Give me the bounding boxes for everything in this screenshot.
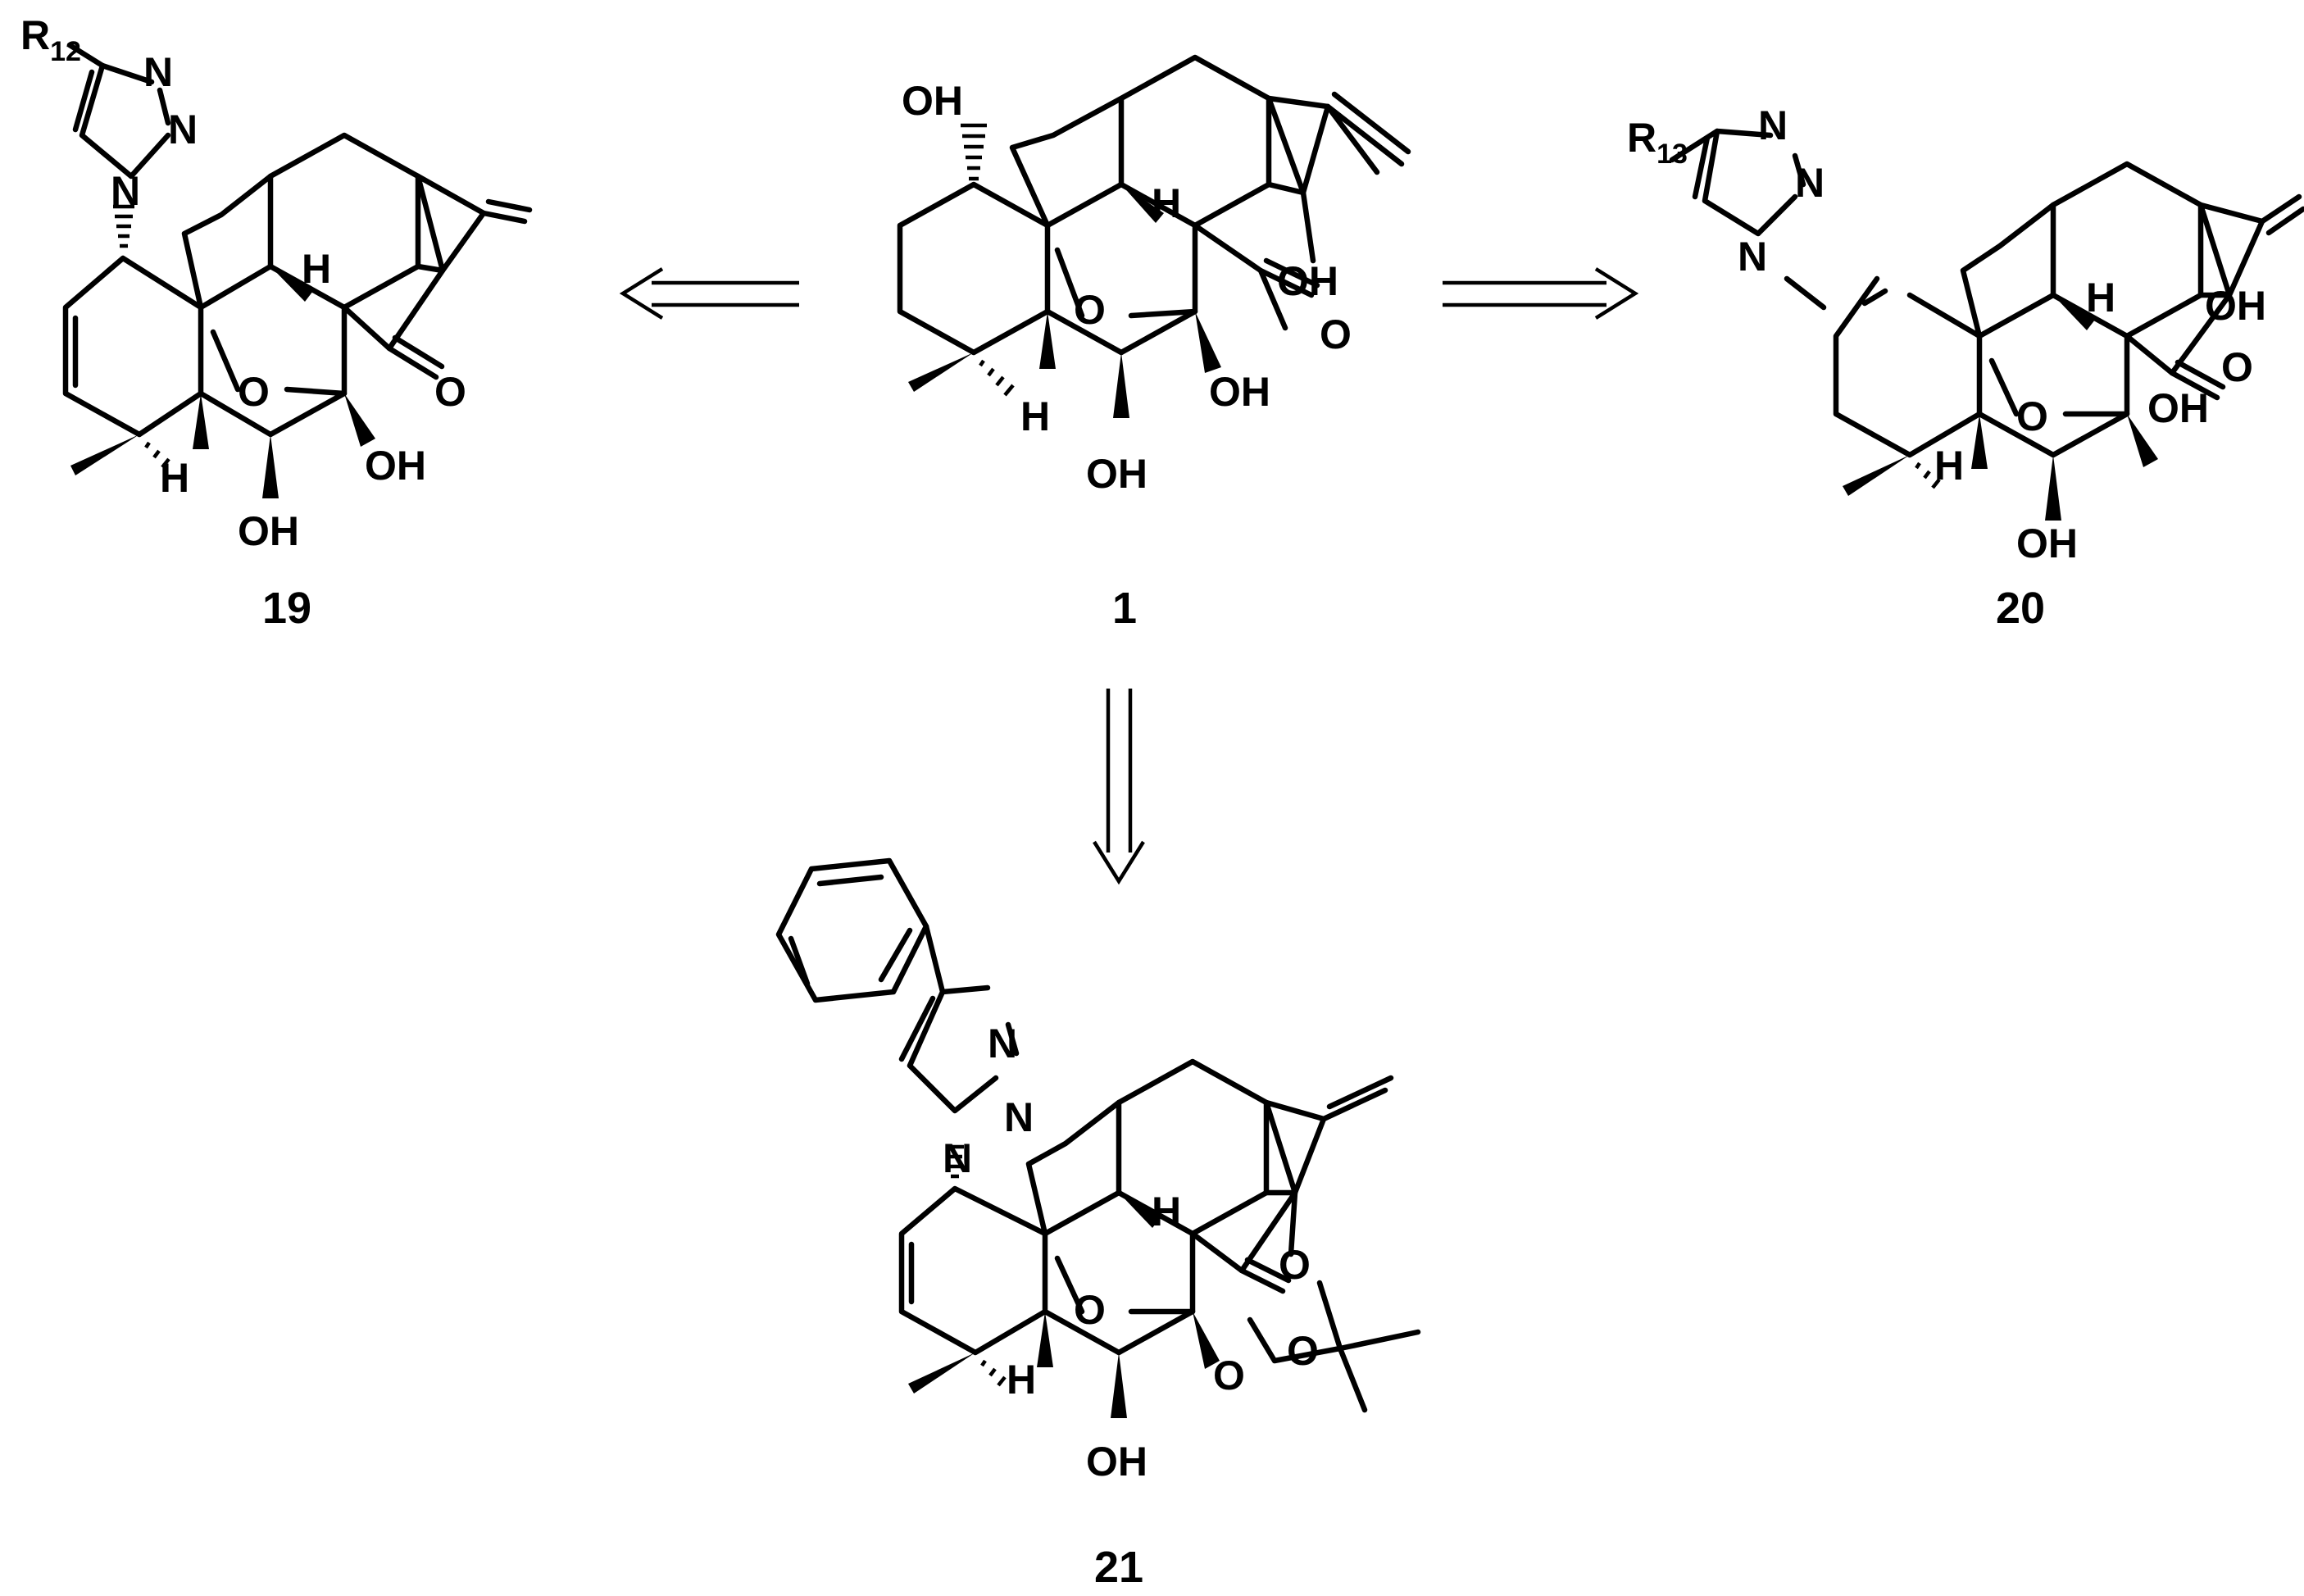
substituent-r12: R12 [20,12,81,67]
atom-n: N [168,107,198,152]
atom-n: N [1758,102,1788,148]
compound-20-label: 20 [1996,584,2045,633]
compound-20-structure [1669,128,2304,521]
atom-n: N [943,1135,972,1181]
atom-oh: OH [2205,283,2266,329]
compound-21-structure [775,857,1421,1418]
atom-oh: OH [1086,1439,1147,1485]
atom-oh: OH [1209,369,1270,415]
atom-h: H [2086,275,2115,321]
atom-oh: OH [2147,385,2209,431]
atom-n: N [1795,160,1825,206]
atom-o: O [1213,1353,1245,1398]
atom-oh: OH [2016,521,2078,566]
atom-n: N [988,1021,1017,1066]
atom-h: H [1934,443,1964,489]
atom-n: N [143,49,173,95]
atom-o: O [434,369,466,415]
atom-h: H [160,455,189,501]
atom-o: O [1074,287,1106,333]
atom-o: O [1279,1242,1311,1288]
atom-oh: OH [238,508,299,554]
compound-19-label: 19 [262,584,311,633]
atom-o: O [1287,1328,1319,1374]
atom-h: H [302,246,331,292]
compound-19-atom-labels: R12 N N N H O O OH H OH [20,12,466,554]
arrow-1-to-19 [619,267,799,320]
atom-h: H [1152,1189,1181,1235]
atom-h: H [1020,393,1050,439]
compound-1-atom-labels: OH H O OH O OH H OH [902,78,1352,497]
atom-oh: OH [365,443,426,489]
arrow-1-to-20 [1443,267,1639,320]
atom-n: N [111,168,140,214]
compound-21-atom-labels: N N N H O O O O H OH [943,1021,1319,1485]
substituent-r13: R13 [1627,115,1688,170]
wedge-bond [908,352,974,392]
atom-oh: OH [1277,258,1338,304]
compound-1-structure [897,54,1411,418]
atom-o: O [2016,393,2048,439]
atom-h: H [1152,180,1181,226]
atom-n: N [1004,1094,1034,1140]
compound-20-atom-labels: R13 N N N H O OH O OH H OH [1627,102,2266,566]
atom-h: H [1007,1357,1036,1403]
atom-oh: OH [902,78,963,124]
atom-o: O [238,369,270,415]
compound-21-label: 21 [1094,1543,1143,1592]
compound-1-label: 1 [1112,584,1137,633]
atom-o: O [1074,1287,1106,1333]
arrow-1-to-21 [1093,689,1145,885]
atom-o: O [1320,311,1352,357]
atom-n: N [1738,234,1767,280]
compound-19-structure [62,42,533,498]
atom-oh: OH [1086,451,1147,497]
atom-o: O [2221,344,2253,390]
